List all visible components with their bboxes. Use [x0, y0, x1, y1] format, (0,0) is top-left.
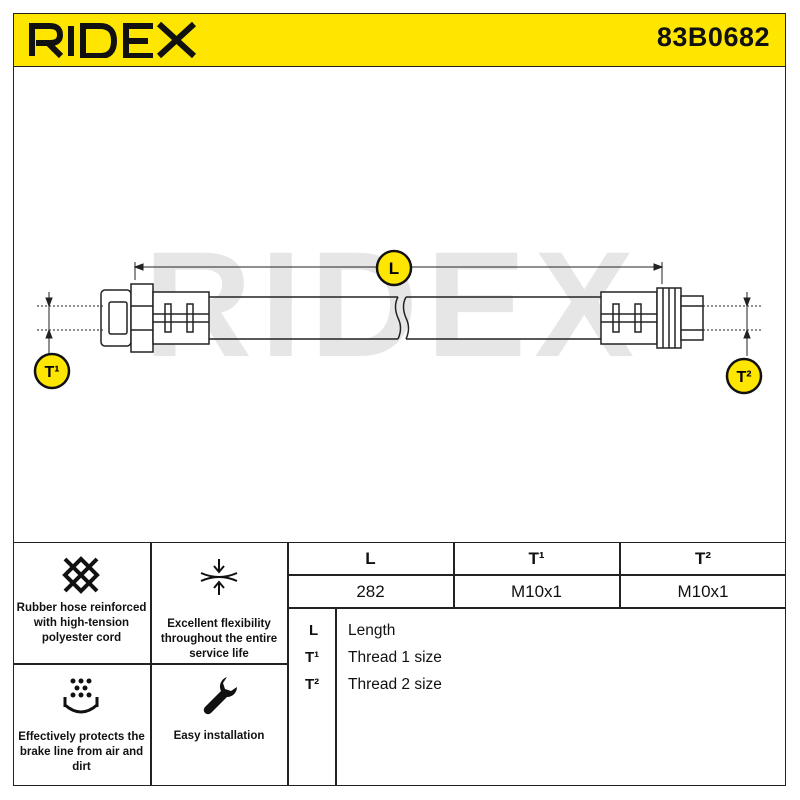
length-badge-label: L — [389, 259, 399, 278]
compress-icon — [200, 559, 238, 595]
feature-installation: Easy installation — [151, 665, 287, 786]
divider — [453, 542, 455, 608]
divider — [287, 574, 786, 576]
thread2-badge: T² — [725, 357, 763, 395]
divider — [619, 542, 621, 608]
feature-text: Rubber hose reinforced with high-tension… — [16, 602, 147, 644]
spec-header-length: L — [365, 549, 376, 568]
feature-text: Excellent flexibility throughout the ent… — [160, 618, 278, 660]
wrench-icon — [203, 677, 237, 715]
spec-value-thread2: M10x1 — [677, 582, 729, 601]
spec-value-thread1: M10x1 — [510, 582, 563, 601]
divider — [335, 607, 337, 786]
particles-icon — [63, 678, 99, 714]
legend-label-thread1: Thread 1 size — [348, 649, 442, 666]
legend-label-length: Length — [348, 622, 396, 639]
legend-key-length: L — [309, 622, 319, 639]
feature-text: Effectively protects the brake line from… — [18, 731, 145, 773]
legend-key-thread1: T¹ — [305, 649, 320, 666]
mesh-icon — [62, 556, 100, 594]
thread1-badge-label: T¹ — [44, 364, 59, 381]
spec-value-length: 282 — [356, 582, 385, 601]
thread2-badge-label: T² — [736, 369, 751, 386]
divider — [287, 607, 786, 609]
legend-label-thread2: Thread 2 size — [348, 676, 442, 693]
length-badge: L — [375, 249, 413, 287]
spec-header-thread2: T² — [694, 549, 712, 568]
part-number: 83B0682 — [656, 22, 770, 52]
spec-header-thread1: T¹ — [528, 549, 545, 568]
feature-text: Easy installation — [173, 730, 265, 742]
divider — [13, 663, 287, 665]
divider — [287, 542, 289, 786]
thread1-badge: T¹ — [33, 352, 71, 390]
feature-flexibility: Excellent flexibility throughout the ent… — [151, 543, 287, 663]
feature-rubber-hose: Rubber hose reinforced with high-tension… — [13, 543, 150, 663]
feature-protection: Effectively protects the brake line from… — [13, 665, 150, 786]
watermark-text: RIDEX — [144, 220, 642, 388]
info-panel — [13, 542, 786, 787]
brake-hose-diagram: RIDEX — [33, 220, 763, 395]
legend-key-thread2: T² — [305, 676, 320, 693]
ridex-logo — [29, 21, 197, 58]
